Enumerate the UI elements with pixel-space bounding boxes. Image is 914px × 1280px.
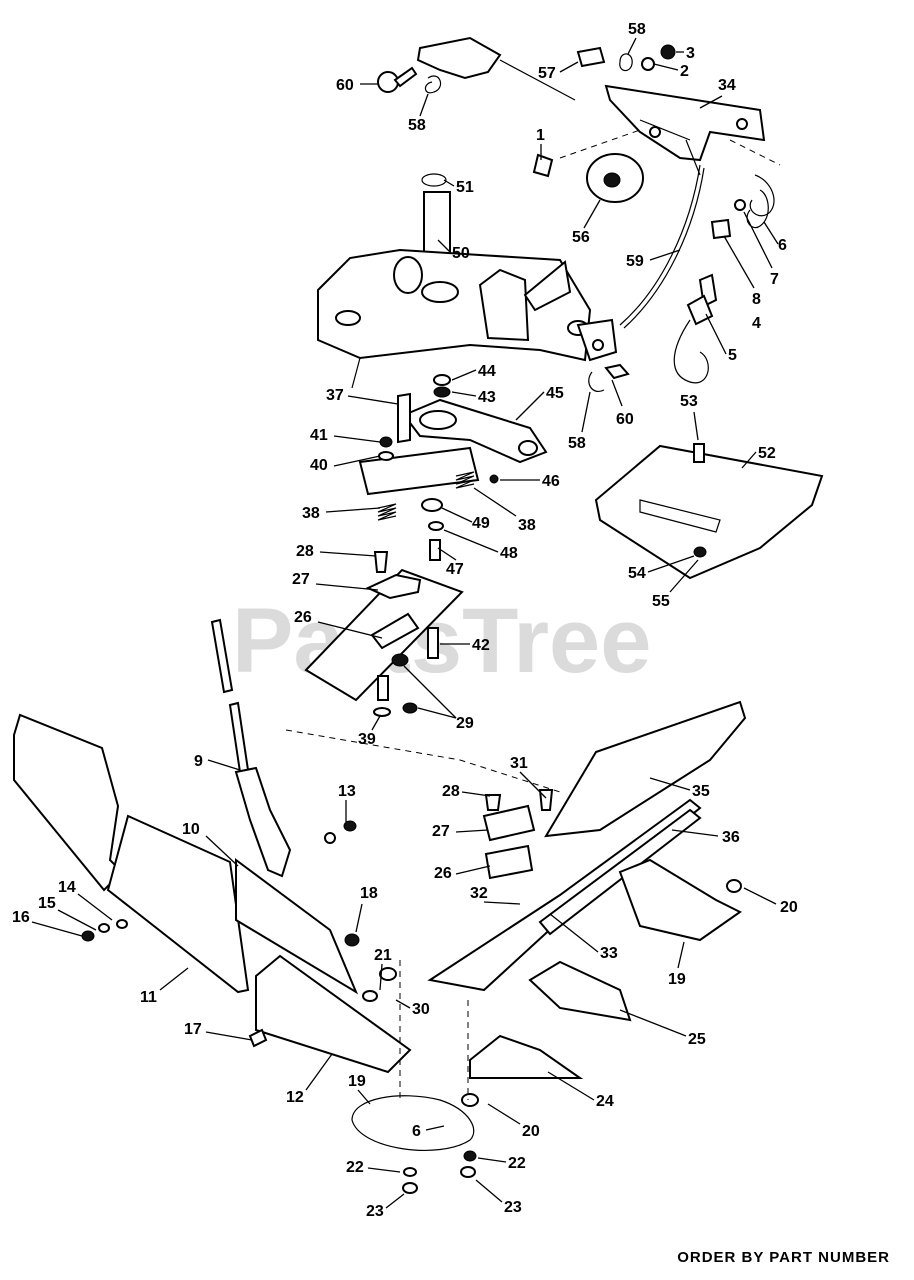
callout: 29 (456, 715, 474, 732)
callout: 31 (510, 755, 528, 772)
callout: 34 (718, 77, 736, 94)
callout: 42 (472, 637, 490, 654)
callout: 58 (408, 117, 426, 134)
callout: 40 (310, 457, 328, 474)
callout: 57 (538, 65, 556, 82)
callout: 33 (600, 945, 618, 962)
callout: 58 (568, 435, 586, 452)
callout: 38 (302, 505, 320, 522)
inner-shoe-panels (13, 713, 412, 1074)
callout: 38 (518, 517, 536, 534)
callout: 60 (336, 77, 354, 94)
callout: 19 (668, 971, 686, 988)
callout: 25 (688, 1031, 706, 1048)
callout: 56 (572, 229, 590, 246)
callout: 27 (432, 823, 450, 840)
order-note: ORDER BY PART NUMBER (677, 1249, 890, 1266)
callout: 30 (412, 1001, 430, 1018)
lift-lever-assembly (377, 36, 781, 329)
callout: 19 (348, 1073, 366, 1090)
callout: 20 (780, 899, 798, 916)
callout: 7 (770, 271, 779, 288)
callout: 6 (412, 1123, 421, 1140)
callout: 54 (628, 565, 646, 582)
cutter-bar-assembly (343, 700, 747, 1194)
callout: 22 (346, 1159, 364, 1176)
callout: 59 (626, 253, 644, 270)
callout: 50 (452, 245, 470, 262)
callout: 18 (360, 885, 378, 902)
callout: 20 (522, 1123, 540, 1140)
callout: 14 (58, 879, 76, 896)
callout: 3 (686, 45, 695, 62)
mounting-plate (285, 568, 561, 793)
callout: 17 (184, 1021, 202, 1038)
callout: 45 (546, 385, 564, 402)
callout: 22 (508, 1155, 526, 1172)
callout: 58 (628, 21, 646, 38)
callout: 55 (652, 593, 670, 610)
callout: 47 (446, 561, 464, 578)
callout: 28 (296, 543, 314, 560)
callout: 28 (442, 783, 460, 800)
callout: 5 (728, 347, 737, 364)
callout: 26 (294, 609, 312, 626)
callout-labels: 1 2 3 4 5 6 6 7 8 9 10 11 12 13 14 15 16… (12, 21, 798, 1220)
callout: 24 (596, 1093, 614, 1110)
callout: 15 (38, 895, 56, 912)
callout: 8 (752, 291, 761, 308)
control-lever (210, 618, 292, 878)
callout: 1 (536, 127, 545, 144)
springs (373, 471, 475, 573)
callout: 2 (680, 63, 689, 80)
callout: 6 (778, 237, 787, 254)
callout: 53 (680, 393, 698, 410)
callout: 44 (478, 363, 496, 380)
pivot-arm (358, 374, 548, 496)
callout: 43 (478, 389, 496, 406)
callout: 16 (12, 909, 30, 926)
skid-shield (594, 443, 824, 580)
callout: 32 (470, 885, 488, 902)
callout: 51 (456, 179, 474, 196)
callout: 23 (504, 1199, 522, 1216)
gearbox-housing (317, 173, 618, 389)
hook-and-link (588, 273, 718, 392)
callout: 21 (374, 947, 392, 964)
callout: 35 (692, 783, 710, 800)
callout: 26 (434, 865, 452, 882)
callout: 52 (758, 445, 776, 462)
callout: 37 (326, 387, 344, 404)
callout: 46 (542, 473, 560, 490)
callout: 10 (182, 821, 200, 838)
callout: 36 (722, 829, 740, 846)
callout: 41 (310, 427, 328, 444)
callout: 27 (292, 571, 310, 588)
callout: 39 (358, 731, 376, 748)
callout: 4 (752, 315, 761, 332)
callout: 13 (338, 783, 356, 800)
callout: 60 (616, 411, 634, 428)
callout: 9 (194, 753, 203, 770)
callout: 48 (500, 545, 518, 562)
callout: 23 (366, 1203, 384, 1220)
callout: 11 (140, 989, 157, 1006)
callout: 12 (286, 1089, 304, 1106)
callout: 49 (472, 515, 490, 532)
